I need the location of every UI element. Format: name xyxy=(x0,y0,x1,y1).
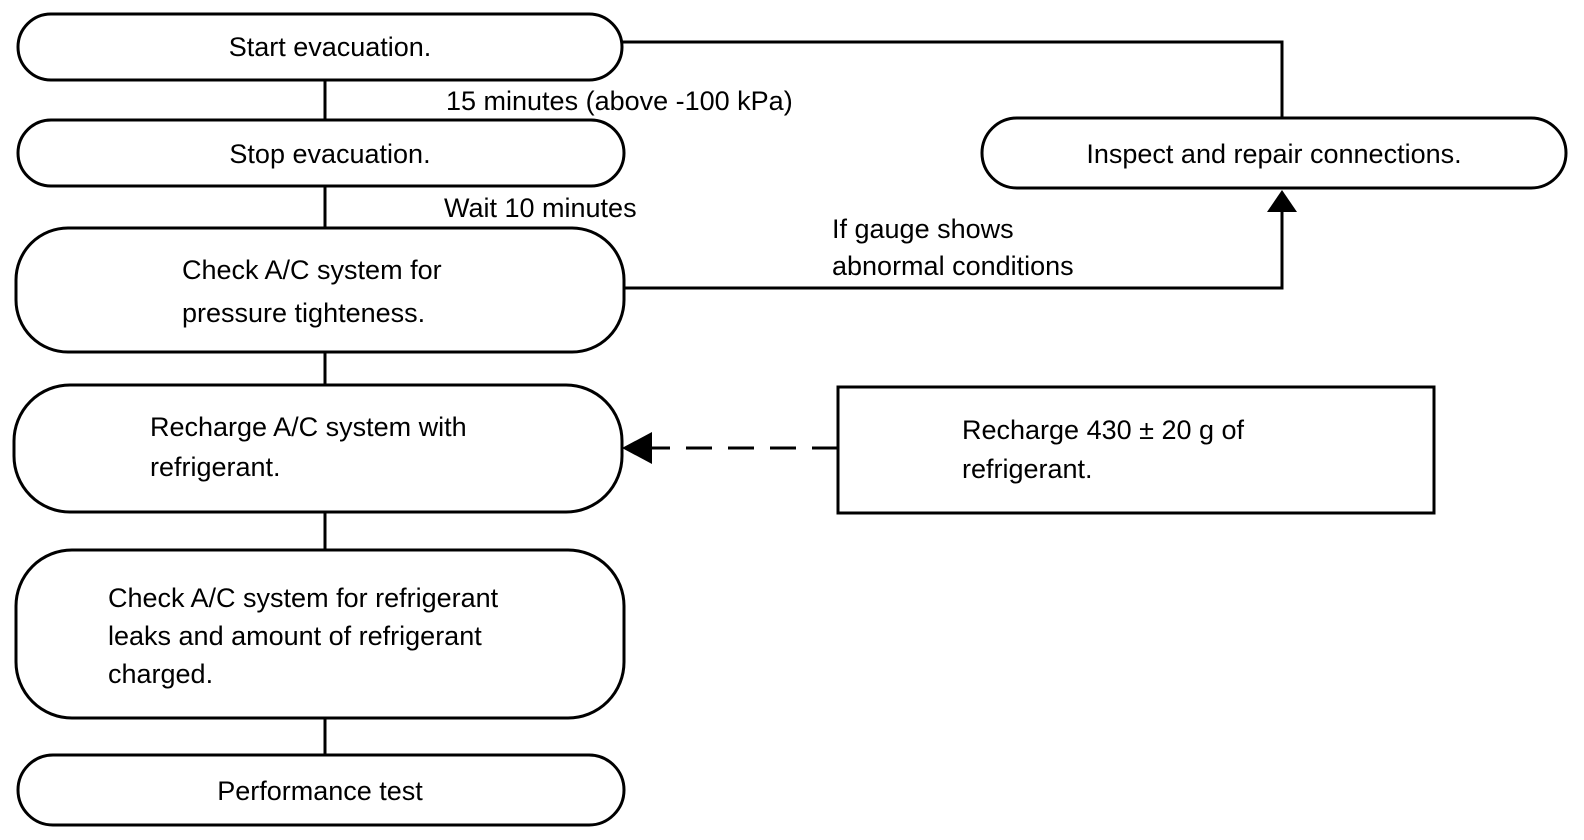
arrowhead-to-inspect xyxy=(1267,190,1297,212)
node-start-text: Start evacuation. xyxy=(229,32,432,62)
node-inspect-text: Inspect and repair connections. xyxy=(1086,139,1461,169)
node-perf-text: Performance test xyxy=(217,776,423,806)
node-stop-text: Stop evacuation. xyxy=(229,139,430,169)
node-inspect-repair: Inspect and repair connections. xyxy=(980,116,1568,190)
connector-inspect-start xyxy=(622,40,1284,118)
edge-label-check-inspect: If gauge shows abnormal conditions xyxy=(832,214,1074,281)
arrowhead-to-recharge xyxy=(622,432,652,464)
edge-label-start-stop: 15 minutes (above -100 kPa) xyxy=(446,86,793,116)
node-check-pressure-tightness: Check A/C system for pressure tighteness… xyxy=(14,226,626,354)
node-recharge-text: Recharge A/C system with refrigerant. xyxy=(150,412,474,482)
node-check-leaks: Check A/C system for refrigerant leaks a… xyxy=(14,548,626,720)
node-performance-test: Performance test xyxy=(16,753,626,827)
node-check-leaks-text: Check A/C system for refrigerant leaks a… xyxy=(108,583,506,689)
node-stop-evacuation: Stop evacuation. xyxy=(16,118,626,188)
edge-label-stop-check: Wait 10 minutes xyxy=(444,193,637,223)
node-check-tight-text: Check A/C system for pressure tighteness… xyxy=(182,255,449,328)
node-recharge-amount: Recharge 430 ± 20 g of refrigerant. xyxy=(836,385,1436,515)
node-start-evacuation: Start evacuation. xyxy=(16,12,624,82)
node-recharge-system: Recharge A/C system with refrigerant. xyxy=(12,383,624,514)
connector-check-inspect xyxy=(624,210,1284,290)
node-recharge-amount-text: Recharge 430 ± 20 g of refrigerant. xyxy=(962,415,1252,484)
